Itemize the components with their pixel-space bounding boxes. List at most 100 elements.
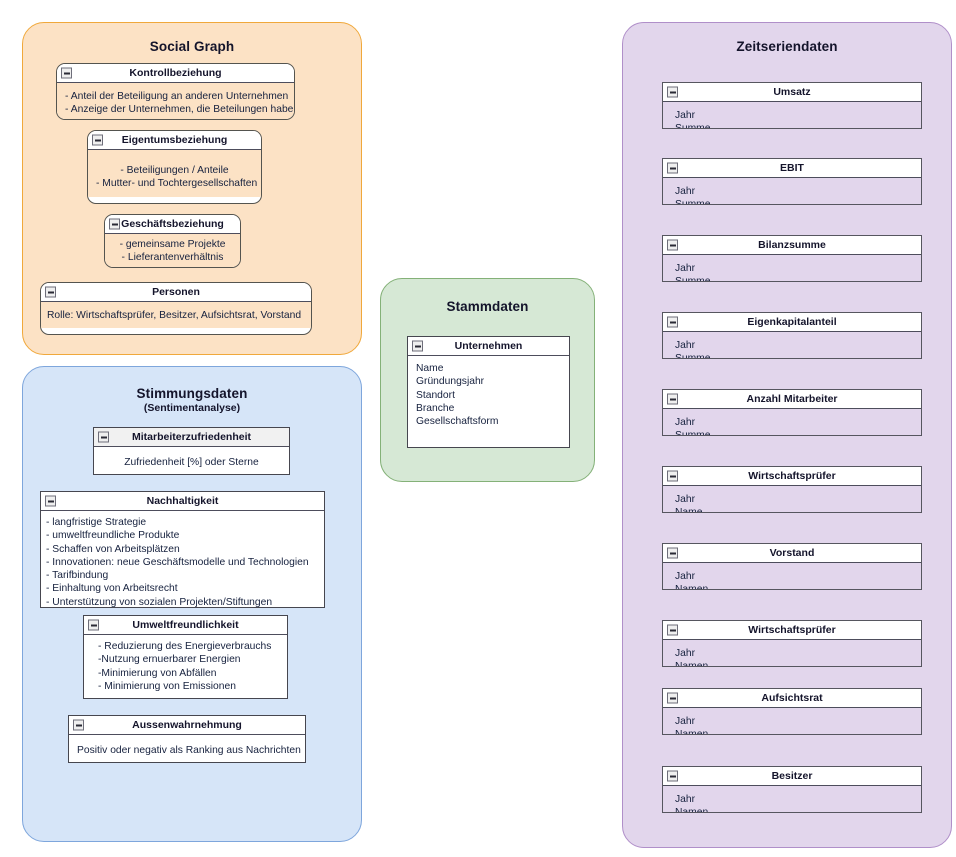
node-body-line: Namen <box>675 661 709 667</box>
node-body-line: Summe <box>675 123 711 129</box>
node-header[interactable]: Wirtschaftsprüfer <box>663 467 921 486</box>
group-stimmungsdaten-title: Stimmungsdaten <box>136 386 248 401</box>
node-header[interactable]: Wirtschaftsprüfer <box>663 621 921 640</box>
node-title: Umweltfreundlichkeit <box>132 618 239 631</box>
node-body-line: Jahr <box>675 110 696 121</box>
minus-box-icon[interactable] <box>61 67 72 79</box>
node-body-line: Standort <box>416 389 455 401</box>
node-header[interactable]: Eigenkapitalanteil <box>663 313 921 332</box>
node-mitarbeiterzufriedenheit[interactable]: Mitarbeiterzufriedenheit Zufriedenheit [… <box>93 427 290 475</box>
node-body-line: - Lieferantenverhältnis <box>121 252 224 264</box>
node-unternehmen[interactable]: Unternehmen Name Gründungsjahr Standort … <box>407 336 570 448</box>
node-wirtschaftspruefer-2[interactable]: Wirtschaftsprüfer Jahr Namen <box>662 620 922 667</box>
group-stammdaten-title: Stammdaten <box>446 299 529 314</box>
node-body-line: -Nutzung ernuerbarer Energien <box>98 654 241 666</box>
node-body-line: Gesellschaftsform <box>416 416 499 428</box>
minus-box-icon[interactable] <box>412 340 423 352</box>
minus-box-icon[interactable] <box>667 770 678 782</box>
minus-box-icon[interactable] <box>88 619 99 631</box>
group-stimmungsdaten[interactable]: Stimmungsdaten (Sentimentanalyse) Mitarb… <box>22 366 362 842</box>
node-body-line: - gemeinsame Projekte <box>119 239 226 250</box>
node-body-line: - Einhaltung von Arbeitsrecht <box>46 583 178 595</box>
node-title: Besitzer <box>771 769 813 782</box>
minus-box-icon[interactable] <box>92 134 103 146</box>
node-header[interactable]: Unternehmen <box>408 337 569 356</box>
node-vorstand[interactable]: Vorstand Jahr Namen <box>662 543 922 590</box>
node-body-line: - Beteiligungen / Anteile <box>120 165 229 176</box>
node-body: Jahr Summe <box>663 409 921 436</box>
minus-box-icon[interactable] <box>98 431 109 443</box>
node-title: Eigenkapitalanteil <box>747 315 837 328</box>
minus-box-icon[interactable] <box>667 393 678 405</box>
node-aussenwahrnehmung[interactable]: Aussenwahrnehmung Positiv oder negativ a… <box>68 715 306 763</box>
node-title: Umsatz <box>773 85 811 98</box>
node-body: Jahr Summe <box>663 102 921 129</box>
node-umweltfreundlichkeit[interactable]: Umweltfreundlichkeit - Reduzierung des E… <box>83 615 288 699</box>
node-body-line: - umweltfreundliche Produkte <box>46 530 180 542</box>
node-body-line: Jahr <box>675 186 696 197</box>
node-header[interactable]: EBIT <box>663 159 921 178</box>
node-bilanzsumme[interactable]: Bilanzsumme Jahr Summe <box>662 235 922 282</box>
node-umsatz[interactable]: Umsatz Jahr Summe <box>662 82 922 129</box>
node-header[interactable]: Nachhaltigkeit <box>41 492 324 511</box>
node-kontrollbeziehung[interactable]: Kontrollbeziehung - Anteil der Beteiligu… <box>56 63 295 120</box>
node-header[interactable]: Umweltfreundlichkeit <box>84 616 287 635</box>
minus-box-icon[interactable] <box>667 239 678 251</box>
minus-box-icon[interactable] <box>667 547 678 559</box>
group-zeitseriendaten-title: Zeitseriendaten <box>736 39 838 54</box>
node-header[interactable]: Aufsichtsrat <box>663 689 921 708</box>
node-header[interactable]: Personen <box>41 283 311 302</box>
node-wirtschaftspruefer-1[interactable]: Wirtschaftsprüfer Jahr Name <box>662 466 922 513</box>
node-body: Positiv oder negativ als Ranking aus Nac… <box>69 735 305 762</box>
node-body: - Beteiligungen / Anteile - Mutter- und … <box>88 150 261 197</box>
node-body-line: - Innovationen: neue Geschäftsmodelle un… <box>46 556 309 568</box>
node-header[interactable]: Geschäftsbeziehung <box>105 215 240 234</box>
minus-box-icon[interactable] <box>667 470 678 482</box>
node-body-line: Summe <box>675 276 711 282</box>
group-stammdaten[interactable]: Stammdaten Unternehmen Name Gründungsjah… <box>380 278 595 482</box>
node-header[interactable]: Anzahl Mitarbeiter <box>663 390 921 409</box>
node-anzahl-mitarbeiter[interactable]: Anzahl Mitarbeiter Jahr Summe <box>662 389 922 436</box>
minus-box-icon[interactable] <box>667 162 678 174</box>
minus-box-icon[interactable] <box>45 286 56 298</box>
minus-box-icon[interactable] <box>109 218 120 230</box>
node-header[interactable]: Bilanzsumme <box>663 236 921 255</box>
node-body-line: - Tarifbindung <box>46 570 109 582</box>
node-header[interactable]: Umsatz <box>663 83 921 102</box>
node-personen[interactable]: Personen Rolle: Wirtschaftsprüfer, Besit… <box>40 282 312 335</box>
node-body-line: Positiv oder negativ als Ranking aus Nac… <box>77 745 301 756</box>
node-header[interactable]: Kontrollbeziehung <box>57 64 294 83</box>
node-besitzer[interactable]: Besitzer Jahr Namen <box>662 766 922 813</box>
node-body: - Anteil der Beteiligung an anderen Unte… <box>57 83 294 119</box>
node-nachhaltigkeit[interactable]: Nachhaltigkeit - langfristige Strategie … <box>40 491 325 608</box>
node-header[interactable]: Eigentumsbeziehung <box>88 131 261 150</box>
group-social-graph[interactable]: Social Graph Kontrollbeziehung - Anteil … <box>22 22 362 355</box>
node-body-line: Jahr <box>675 716 696 727</box>
node-body: Jahr Summe <box>663 178 921 204</box>
minus-box-icon[interactable] <box>667 86 678 98</box>
group-zeitseriendaten[interactable]: Zeitseriendaten Umsatz Jahr Summe EBIT J… <box>622 22 952 848</box>
node-header[interactable]: Besitzer <box>663 767 921 786</box>
node-ebit[interactable]: EBIT Jahr Summe <box>662 158 922 205</box>
node-body: Jahr Summe <box>663 255 921 282</box>
minus-box-icon[interactable] <box>73 719 84 731</box>
node-body-line: Summe <box>675 430 711 436</box>
node-header[interactable]: Mitarbeiterzufriedenheit <box>94 428 289 447</box>
node-title: Vorstand <box>769 546 815 559</box>
minus-box-icon[interactable] <box>667 624 678 636</box>
node-body-line: - Mutter- und Tochtergesellschaften <box>96 178 258 190</box>
node-body-line: Jahr <box>675 648 696 659</box>
minus-box-icon[interactable] <box>45 495 56 507</box>
node-header[interactable]: Aussenwahrnehmung <box>69 716 305 735</box>
node-geschaeftsbeziehung[interactable]: Geschäftsbeziehung - gemeinsame Projekte… <box>104 214 241 268</box>
node-eigentumsbeziehung[interactable]: Eigentumsbeziehung - Beteiligungen / Ant… <box>87 130 262 204</box>
node-header[interactable]: Vorstand <box>663 544 921 563</box>
node-aufsichtsrat[interactable]: Aufsichtsrat Jahr Namen <box>662 688 922 735</box>
node-eigenkapitalanteil[interactable]: Eigenkapitalanteil Jahr Summe <box>662 312 922 359</box>
node-body-line: Zufriedenheit [%] oder Sterne <box>124 457 259 468</box>
minus-box-icon[interactable] <box>667 692 678 704</box>
minus-box-icon[interactable] <box>667 316 678 328</box>
node-body-line: Summe <box>675 353 711 359</box>
node-body-line: -Minimierung von Abfällen <box>98 667 217 679</box>
node-title: Wirtschaftsprüfer <box>748 469 836 482</box>
